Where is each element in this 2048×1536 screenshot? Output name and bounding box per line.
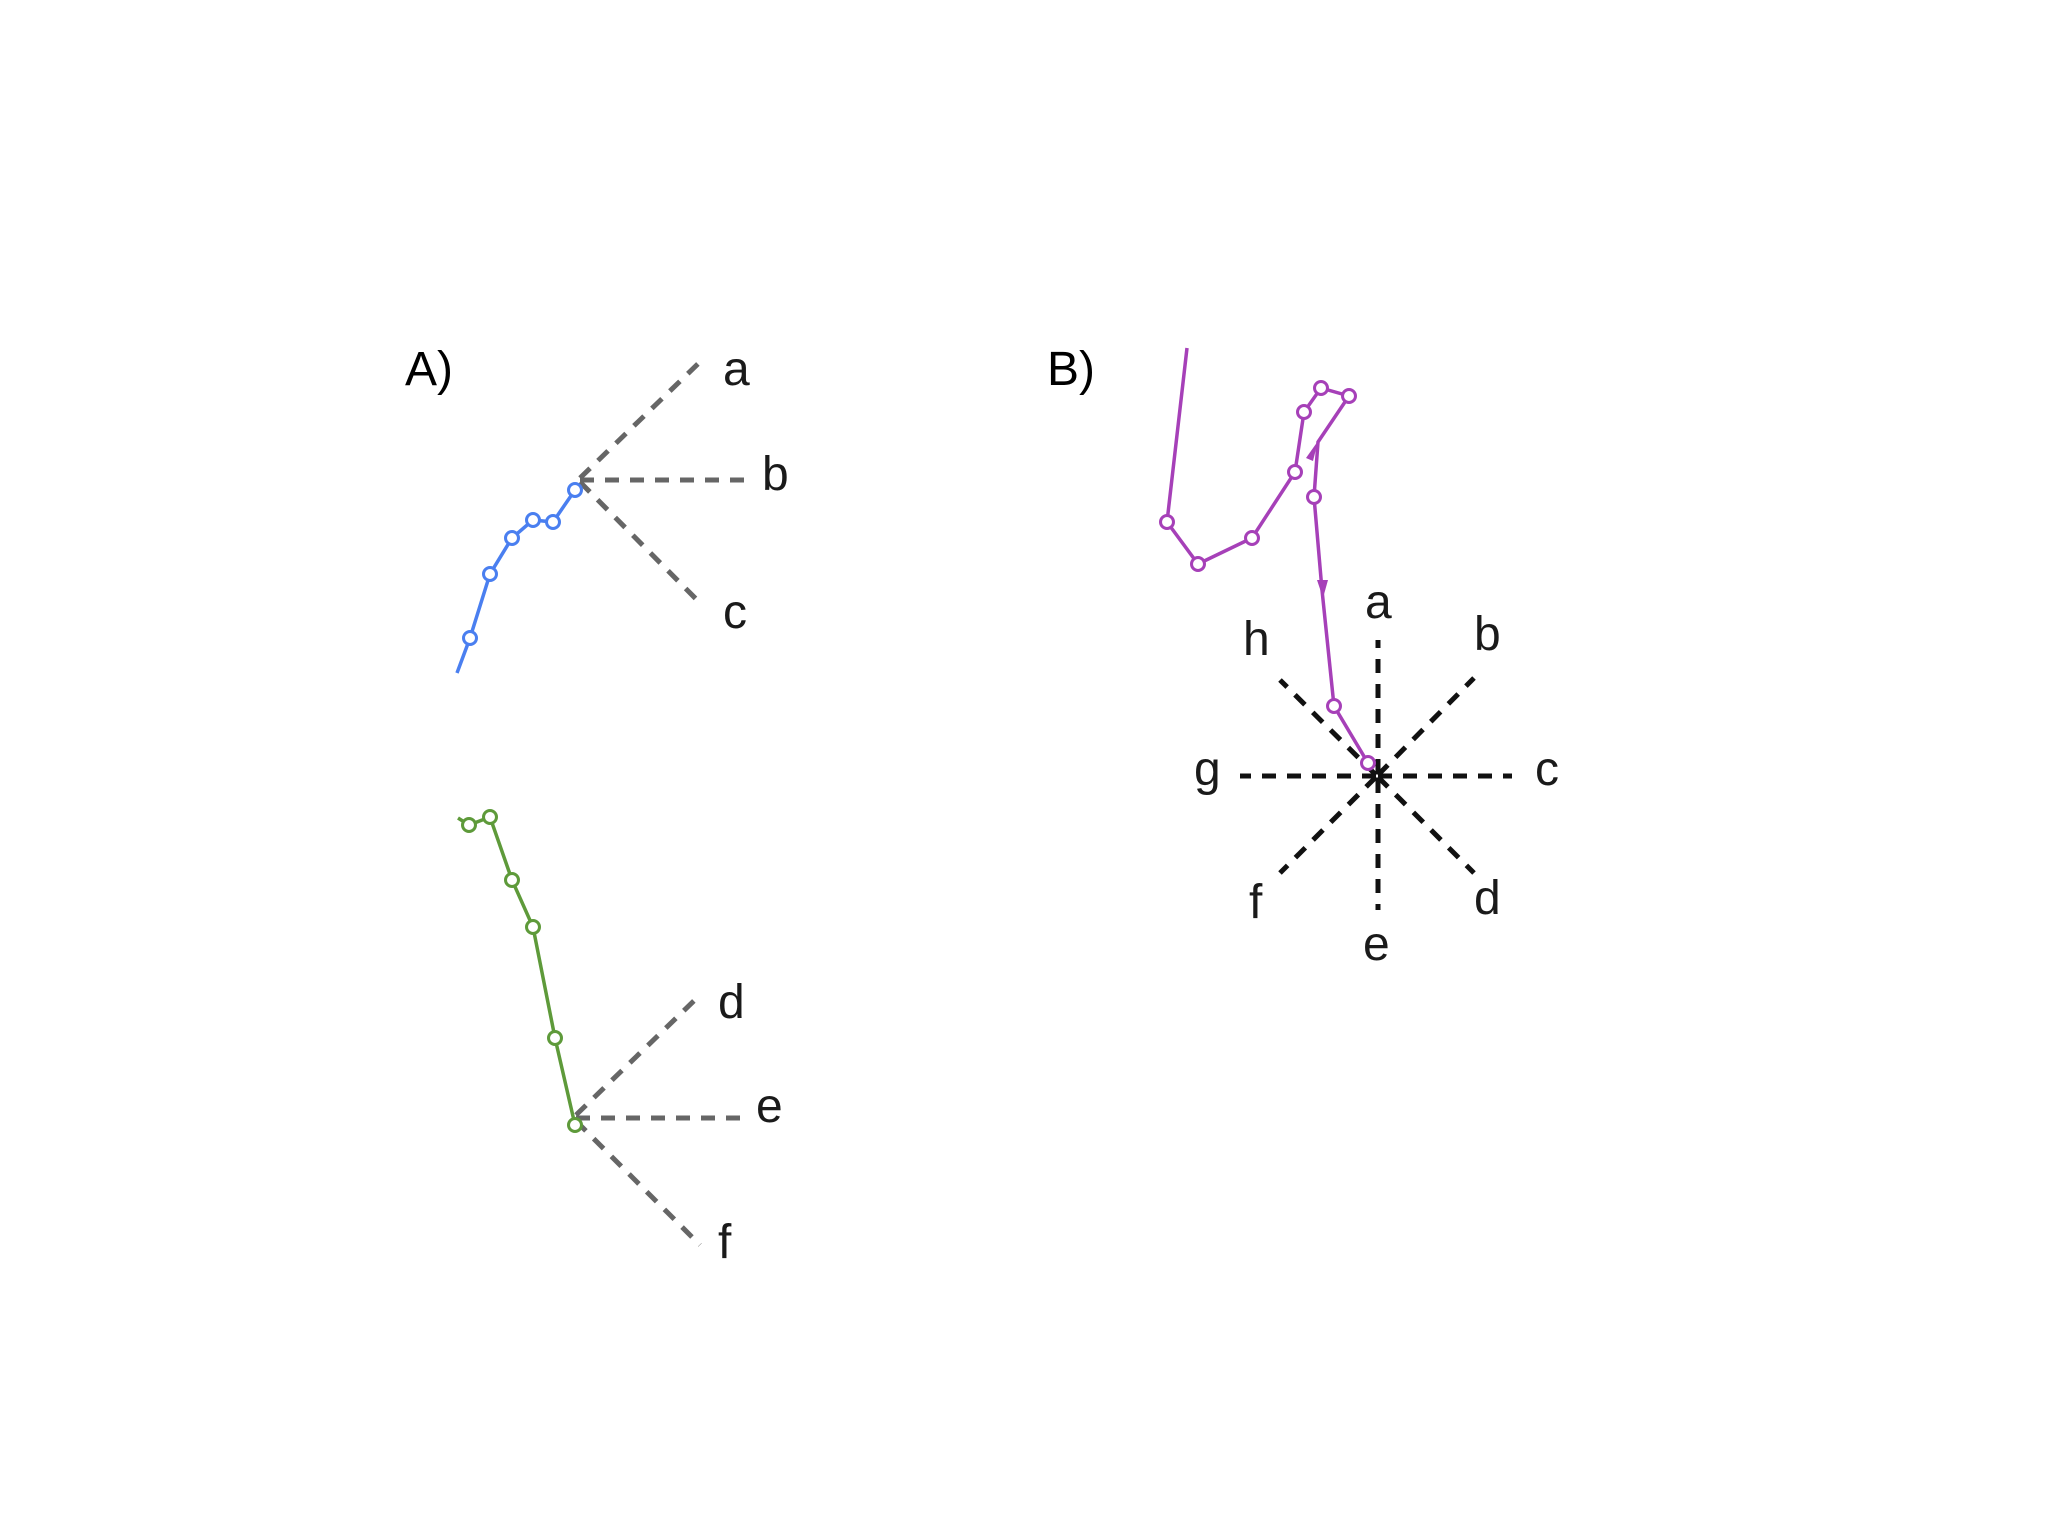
trajectory-point: [482, 809, 498, 825]
direction-arrow-up: [1306, 441, 1318, 461]
direction-label-c: c: [723, 586, 747, 639]
guide-line-h: [1278, 678, 1378, 777]
guide-line-d: [574, 993, 702, 1117]
trajectory-point: [1341, 388, 1357, 404]
direction-label-a: a: [723, 343, 750, 396]
panel-a: A) a b c d e f: [405, 343, 789, 1269]
trajectory-point: [1190, 556, 1206, 572]
guide-line-f: [1278, 775, 1378, 875]
direction-label-a: a: [1365, 576, 1392, 629]
trajectory-point: [525, 512, 541, 528]
green-trajectory: [457, 814, 577, 1126]
direction-label-g: g: [1194, 743, 1221, 796]
trajectory-point: [461, 817, 477, 833]
direction-star: [1240, 640, 1512, 910]
panel-a-lower-group: d e f: [457, 809, 783, 1269]
panel-b: B) a b c d e f g h: [1047, 343, 1559, 971]
direction-label-f: f: [1249, 876, 1263, 929]
direction-arrow-down: [1317, 580, 1328, 598]
direction-label-b: b: [762, 448, 789, 501]
panel-a-label: A): [405, 343, 453, 396]
trajectory-point: [1287, 464, 1303, 480]
trajectory-point: [545, 514, 561, 530]
direction-label-d: d: [1474, 872, 1501, 925]
trajectory-point: [567, 1117, 583, 1133]
trajectory-point: [547, 1030, 563, 1046]
direction-label-d: d: [718, 976, 745, 1029]
direction-label-f: f: [718, 1216, 732, 1269]
trajectory-point: [482, 566, 498, 582]
trajectory-point: [1159, 514, 1175, 530]
direction-label-e: e: [756, 1080, 783, 1133]
guide-line-d: [1376, 775, 1476, 875]
trajectory-point: [1306, 489, 1322, 505]
trajectory-point: [462, 630, 478, 646]
guide-line-b: [1376, 676, 1476, 777]
direction-label-b: b: [1474, 608, 1501, 661]
direction-label-c: c: [1535, 743, 1559, 796]
trajectory-point: [1326, 698, 1342, 714]
panel-a-upper-group: a b c: [455, 343, 789, 674]
guide-line-c: [578, 480, 704, 607]
trajectory-point: [525, 919, 541, 935]
trajectory-point: [504, 872, 520, 888]
trajectory-point: [1244, 530, 1260, 546]
direction-label-h: h: [1243, 613, 1270, 666]
trajectory-point: [504, 530, 520, 546]
guide-line-a: [578, 358, 704, 480]
panel-b-label: B): [1047, 343, 1095, 396]
guide-line-f: [574, 1119, 702, 1247]
direction-label-e: e: [1363, 918, 1390, 971]
trajectory-point: [1313, 380, 1329, 396]
trajectory-point: [1360, 755, 1376, 771]
trajectory-point: [1296, 404, 1312, 420]
trajectory-point: [567, 482, 583, 498]
